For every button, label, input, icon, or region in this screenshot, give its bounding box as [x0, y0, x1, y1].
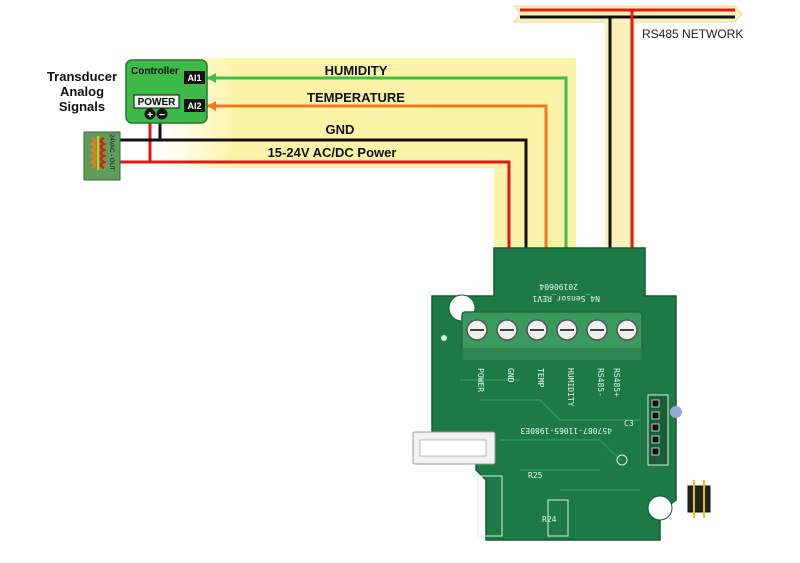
ai2-label: AI2: [187, 101, 201, 111]
c3-silk: C3: [624, 419, 634, 428]
temperature-wire: [207, 104, 548, 250]
ai1-label: AI1: [187, 73, 201, 83]
j1-header: [687, 485, 711, 513]
term-gnd-silk: GND: [506, 368, 515, 383]
rs485-wires: [520, 8, 735, 250]
term-power-silk: POWER: [476, 368, 485, 392]
humidity-label: HUMIDITY: [325, 63, 388, 78]
term-rs485-minus-silk: RS485-: [596, 368, 605, 397]
j1-silk: J1: [684, 479, 694, 488]
term-temp-silk: TEMP: [536, 368, 545, 387]
terminal-screws: [466, 319, 638, 341]
controller-label: Controller: [131, 66, 179, 77]
temperature-arrow: [207, 101, 216, 111]
gnd-label: GND: [326, 122, 355, 137]
transformer-icon: 24VAC - OUT: [83, 131, 121, 181]
rs485-network-label: RS485 NETWORK: [642, 27, 743, 41]
transducer-label-line2: Analog: [60, 84, 104, 99]
r25-silk: R25: [528, 471, 543, 480]
transducer-label-line3: Signals: [59, 99, 105, 114]
date-code-silk: 20190604: [539, 282, 578, 291]
term-humidity-silk: HUMIDITY: [566, 368, 575, 407]
gnd-wire: [158, 114, 528, 250]
power-label: POWER: [138, 97, 177, 108]
r24-silk: R24: [542, 515, 557, 524]
sensor-board: N4_Sensor_REV1 20190604 POWER GND TEMP H…: [412, 247, 711, 541]
controller-box: Controller AI1 AI2 POWER + −: [125, 59, 208, 124]
power-wire: [148, 114, 511, 250]
humidity-arrow: [207, 73, 216, 83]
transducer-label-line1: Transducer: [47, 69, 117, 84]
sensor-name-silk: N4_Sensor_REV1: [532, 294, 600, 303]
term-rs485-plus-silk: RS485+: [612, 368, 621, 397]
plus-terminal-icon: [144, 108, 156, 120]
psu-label: 24VAC - OUT: [108, 134, 114, 171]
part-code-silk: 457087-11065-1980E3: [520, 426, 612, 435]
svg-text:+: +: [147, 110, 153, 121]
temperature-label: TEMPERATURE: [307, 90, 405, 105]
power-wire-label: 15-24V AC/DC Power: [268, 145, 397, 160]
humidity-wire: [207, 76, 568, 250]
svg-text:−: −: [159, 110, 165, 121]
minus-terminal-icon: [156, 108, 168, 120]
